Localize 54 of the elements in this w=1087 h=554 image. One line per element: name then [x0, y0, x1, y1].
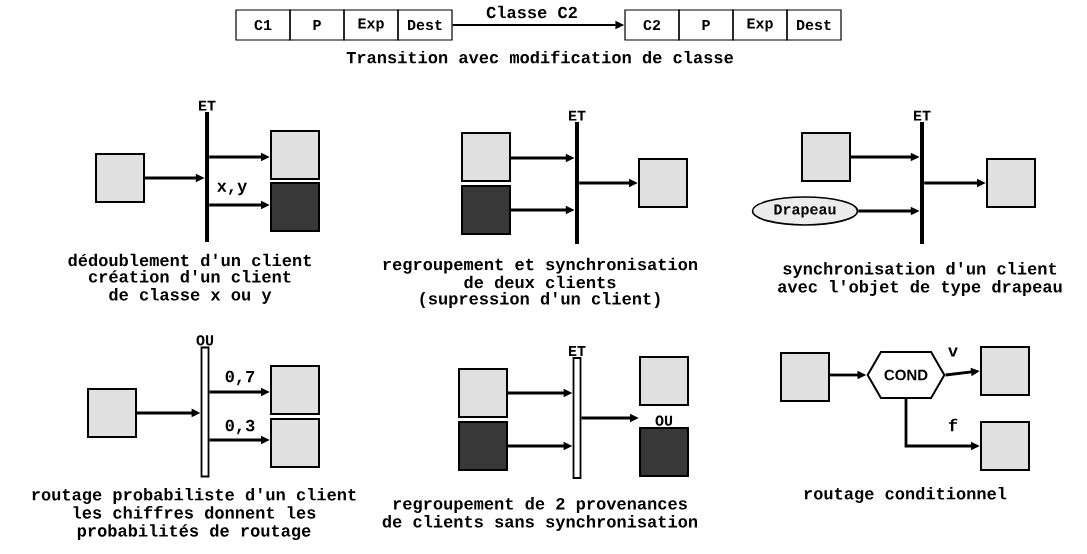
client-box: [458, 368, 508, 418]
client-box: [270, 182, 320, 232]
caption: les chiffres donnent les probabilités de routage: [73, 505, 316, 541]
client-box: [638, 158, 688, 208]
edge-label: f: [946, 417, 960, 433]
record-field: P: [289, 9, 345, 41]
client-box: [461, 185, 511, 235]
double-bar: OU: [196, 335, 214, 478]
client-box: [270, 130, 320, 180]
caption: Transition avec modification de classe: [346, 50, 733, 64]
caption: regroupement et synchronisation de deux clients: [383, 257, 698, 289]
record-field: Dest: [786, 9, 842, 41]
client-box: [980, 346, 1030, 396]
node-label: ET: [569, 110, 586, 121]
synchronization-bar: ET: [569, 110, 586, 244]
node-label: ET: [199, 100, 216, 111]
client-box: [639, 356, 689, 406]
caption: création d'un client de classe x ou y: [88, 270, 291, 304]
synchronization-bar: ET: [914, 110, 931, 244]
node-label: ET: [914, 110, 931, 121]
node-label: ET: [569, 346, 586, 356]
caption: regroupement de 2 provenances de clients sans synchronisation: [382, 497, 698, 531]
caption: dédoublement d'un client: [68, 253, 311, 267]
client-box: [87, 388, 137, 438]
client-box: [95, 153, 145, 203]
record-field: Exp: [732, 9, 788, 41]
client-box: OU: [639, 415, 689, 477]
client-box: [270, 365, 320, 415]
record-field: Dest: [397, 9, 453, 41]
synchronization-bar: ET: [199, 100, 216, 242]
record-field: P: [678, 9, 734, 41]
client-box: [270, 418, 320, 468]
caption: routage conditionnel: [804, 487, 1007, 503]
client-box: [986, 158, 1036, 208]
client-box: [980, 421, 1030, 471]
edge-label: 0,3: [223, 418, 257, 436]
client-box: [780, 352, 830, 402]
condition-hexagon: COND: [866, 351, 946, 399]
edge-label: 0,7: [223, 369, 257, 387]
client-box: [801, 132, 851, 182]
caption: (supression d'un client): [420, 292, 660, 308]
caption: synchronisation d'un client avec l'objet de type drapeau: [778, 262, 1062, 296]
edge-label: x,y: [215, 181, 249, 197]
node-label: OU: [655, 415, 673, 426]
double-bar: ET: [569, 346, 586, 479]
record-field: C1: [235, 9, 291, 41]
node-label: OU: [196, 335, 214, 346]
client-box: [461, 132, 511, 182]
client-box: [458, 421, 508, 471]
edge-label: v: [946, 346, 960, 358]
record-field: C2: [624, 9, 680, 41]
edge-label: Classe C2: [485, 4, 579, 20]
record-field: Exp: [343, 9, 399, 41]
caption: routage probabiliste d'un client: [32, 488, 356, 504]
